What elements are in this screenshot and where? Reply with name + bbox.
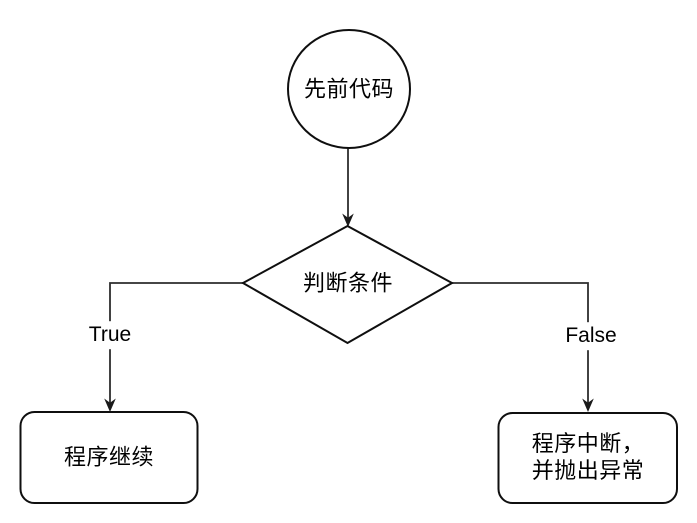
false-branch-label-line2: 并抛出异常 <box>531 458 645 483</box>
start-node-shape <box>287 29 411 149</box>
arrowhead-icon <box>342 213 354 227</box>
true-branch-node-label: 程序继续 <box>63 444 155 470</box>
false-branch-node-shape <box>497 412 678 504</box>
edge-label-false: False <box>562 322 620 350</box>
false-branch-node-label: 程序中断， 并抛出异常 <box>532 431 645 485</box>
edge-condition-false <box>452 282 589 403</box>
false-branch-label-line1: 程序中断， <box>531 431 645 457</box>
arrowhead-icon <box>104 398 116 412</box>
edge-label-true: True <box>85 321 135 349</box>
true-branch-node-shape <box>19 411 199 504</box>
condition-node-shape <box>240 224 455 345</box>
start-node-label: 先前代码 <box>303 76 395 102</box>
edge-condition-true <box>109 282 243 403</box>
arrowhead-icon <box>582 398 594 412</box>
condition-node-label: 判断条件 <box>302 270 394 296</box>
